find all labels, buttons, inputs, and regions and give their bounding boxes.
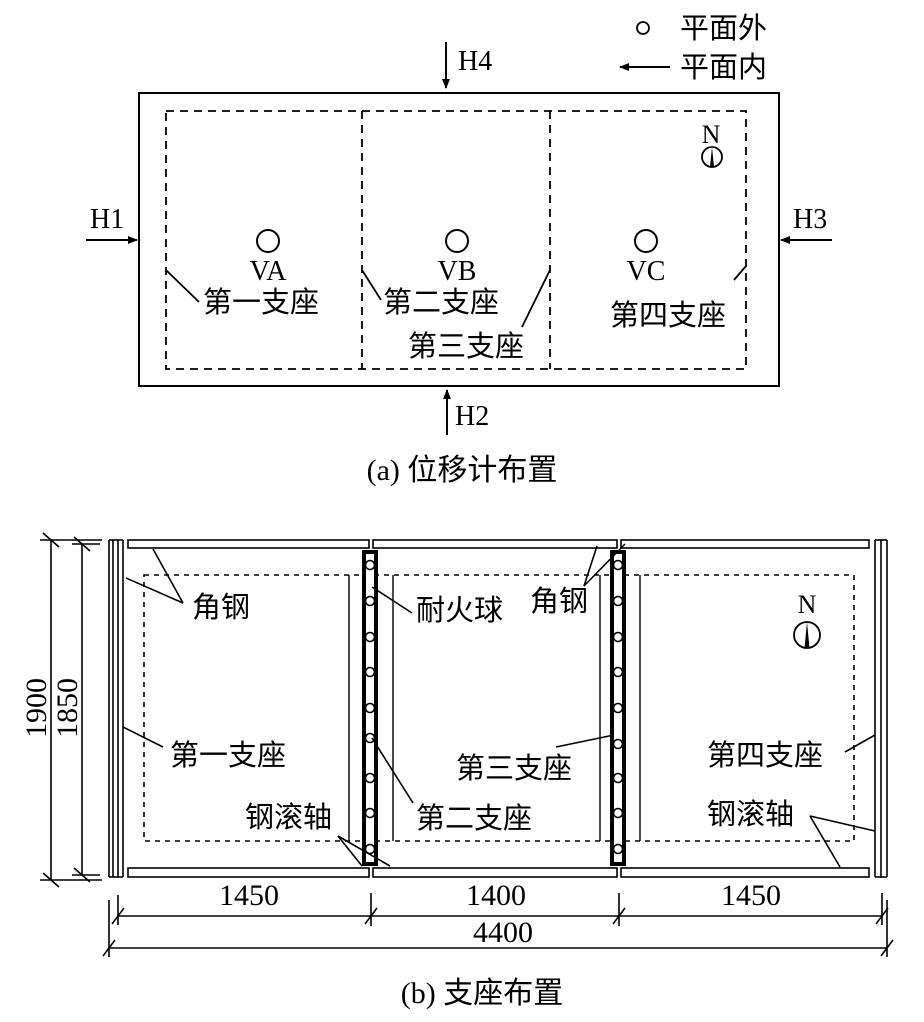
caption-a: (a) 位移计布置 <box>367 454 558 487</box>
fire-balls-2 <box>364 559 376 855</box>
gauge-vb-circle-icon <box>445 229 469 253</box>
out-of-plane-circle-icon <box>636 21 650 35</box>
support4-frame <box>874 539 888 878</box>
support4-label-b: 第四支座 <box>707 739 823 772</box>
dim-height-inner: 1850 <box>51 678 84 738</box>
roller-label-1: 钢滚轴 <box>245 801 332 834</box>
legend-in-plane: 平面内 <box>680 51 767 84</box>
fire-ball-label: 耐火球 <box>416 594 503 627</box>
gauge-vc: VC <box>627 256 666 287</box>
support1-label-b: 第一支座 <box>170 739 286 772</box>
leaders-b <box>122 543 876 868</box>
north-arrow-icon <box>701 146 723 168</box>
leader-support3-a <box>521 269 551 328</box>
dashed-region-a <box>165 110 747 370</box>
dashed-region-b <box>143 574 855 842</box>
slab-outline-a <box>138 92 780 387</box>
support3-column <box>610 550 626 866</box>
support3-label-a: 第三支座 <box>408 330 524 363</box>
leader-support2-a <box>361 269 382 301</box>
support2-label-b: 第二支座 <box>416 802 532 835</box>
support2-column <box>362 550 378 866</box>
support3-label-b: 第三支座 <box>456 752 572 785</box>
leader-support4-a <box>733 265 747 281</box>
legend-out-of-plane: 平面外 <box>680 12 767 45</box>
support-guides <box>348 575 641 841</box>
dim-span2: 1400 <box>466 879 526 912</box>
roller-label-2: 钢滚轴 <box>707 798 794 831</box>
angle-steel-top <box>127 539 870 878</box>
north-arrow-icon-b <box>793 621 821 649</box>
dim-span1: 1450 <box>219 879 279 912</box>
support4-label-a: 第四支座 <box>610 299 726 332</box>
caption-b: (b) 支座布置 <box>401 977 563 1010</box>
gauge-vb: VB <box>438 256 477 287</box>
gauge-h4: H4 <box>458 46 492 77</box>
fire-balls-3 <box>612 559 624 855</box>
gauge-va: VA <box>250 256 288 287</box>
support2-label-a: 第二支座 <box>383 286 499 319</box>
angle-steel-label-1: 角钢 <box>192 591 250 624</box>
leader-support1-a <box>165 269 200 303</box>
legend: 平面外 平面内 <box>619 12 767 84</box>
north-label-a: N <box>702 120 721 149</box>
support1-frame <box>108 539 124 878</box>
dim-span3: 1450 <box>721 879 781 912</box>
north-label-b: N <box>798 590 817 619</box>
support1-label-a: 第一支座 <box>203 286 319 319</box>
dim-total: 4400 <box>473 916 533 949</box>
panel-a: H4 H1 H3 H2 VA VB VC 第一支座 第二支座 第三支座 第四支座… <box>86 42 832 487</box>
gauge-vc-circle-icon <box>634 229 658 253</box>
gauge-h2: H2 <box>455 401 489 432</box>
dim-lines-horizontal <box>102 893 894 957</box>
angle-steel-label-2: 角钢 <box>530 585 588 618</box>
dim-lines-vertical <box>40 532 102 888</box>
gauge-h1: H1 <box>90 204 124 235</box>
panel-b: 角钢 耐火球 角钢 第一支座 第三支座 第二支座 第四支座 钢滚轴 钢滚轴 N … <box>20 532 894 1010</box>
gauge-va-circle-icon <box>256 229 280 253</box>
dim-height-outer: 1900 <box>20 678 53 738</box>
gauge-h3: H3 <box>793 204 827 235</box>
